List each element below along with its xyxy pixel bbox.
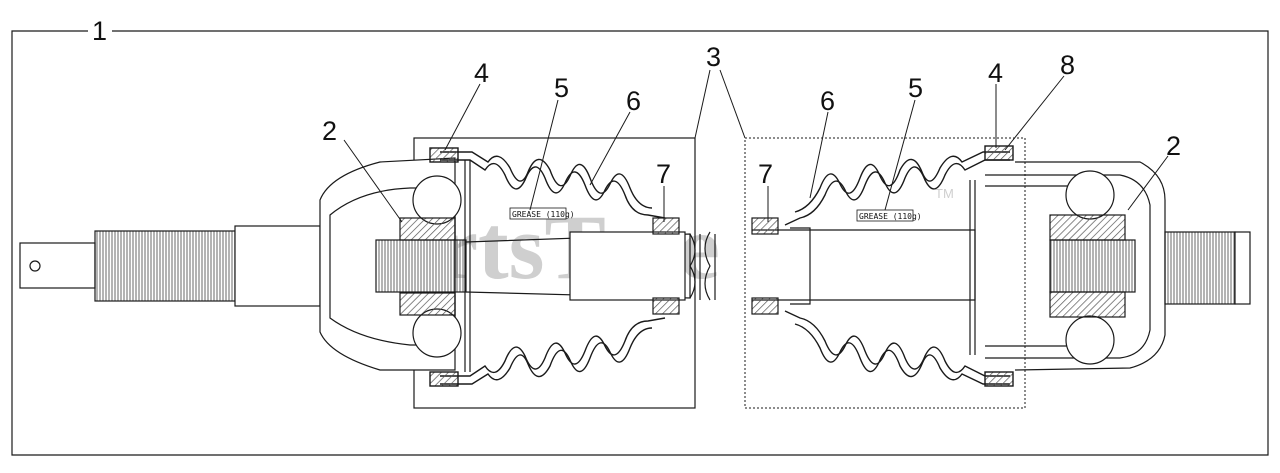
- callout-8: 8: [1060, 50, 1075, 80]
- callout-7-right: 7: [758, 159, 773, 189]
- assembly-frame: [11, 30, 1269, 456]
- callout-4-left: 4: [474, 58, 489, 88]
- left-boot: [429, 147, 666, 387]
- trademark-text: TM: [935, 186, 954, 201]
- callout-5-left: 5: [554, 73, 569, 103]
- callout-6-right: 6: [820, 86, 835, 116]
- leader-lines: [343, 69, 1169, 223]
- callout-6-left: 6: [626, 86, 641, 116]
- right-boot: [784, 145, 1014, 387]
- left-cv-joint: [19, 157, 471, 372]
- right-cv-joint: [969, 161, 1251, 371]
- grease-label-right: GREASE (110g): [859, 212, 922, 221]
- center-shaft: [465, 217, 976, 315]
- callout-2-left: 2: [322, 116, 337, 146]
- callout-4-right: 4: [988, 58, 1003, 88]
- callout-2-right: 2: [1166, 131, 1181, 161]
- callouts: 1 2 2 3 4 4 5 5 6 6 7 7 8: [92, 16, 1181, 189]
- callout-7-left: 7: [656, 159, 671, 189]
- callout-3: 3: [706, 42, 721, 72]
- grease-label-left: GREASE (110g): [512, 210, 575, 219]
- callout-5-right: 5: [908, 73, 923, 103]
- callout-1: 1: [92, 16, 107, 46]
- boot-kit-box-right: [744, 137, 1026, 409]
